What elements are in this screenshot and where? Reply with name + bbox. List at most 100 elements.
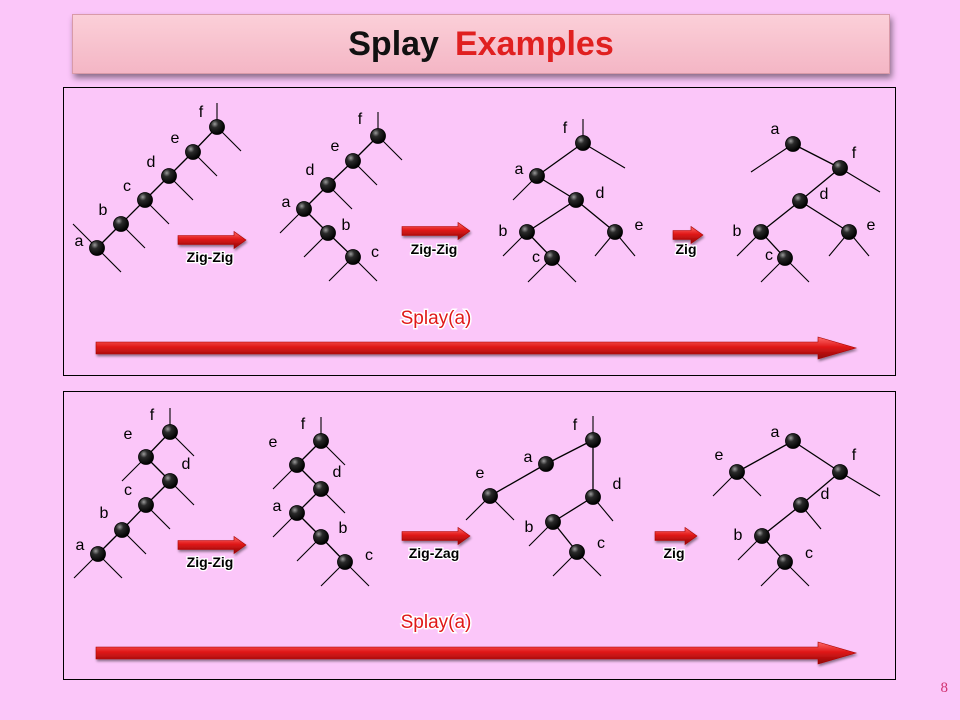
tree-node bbox=[585, 489, 601, 505]
tree-node-label: f bbox=[563, 120, 568, 137]
step-label: Zig-Zig bbox=[187, 554, 234, 570]
tree-edge bbox=[800, 471, 841, 506]
tree-node-label: f bbox=[852, 447, 857, 464]
tree-node bbox=[569, 544, 585, 560]
tree-node bbox=[519, 224, 535, 240]
step-label: Zig-Zag bbox=[409, 545, 460, 561]
step-label: Zig bbox=[676, 241, 697, 257]
tree-node-label: a bbox=[515, 161, 524, 178]
tree-node bbox=[161, 168, 177, 184]
tree-node bbox=[785, 433, 801, 449]
tree-node-label: a bbox=[524, 449, 533, 466]
tree-node-label: d bbox=[613, 476, 622, 493]
step-arrow bbox=[401, 526, 471, 546]
tree-node bbox=[289, 457, 305, 473]
tree-node-label: b bbox=[99, 202, 108, 219]
title-word-examples: Examples bbox=[454, 24, 614, 63]
tree-edge bbox=[760, 200, 801, 233]
tree-node-label: f bbox=[358, 111, 363, 128]
tree-node-label: c bbox=[371, 244, 379, 261]
tree-node-label: b bbox=[339, 520, 348, 537]
tree-node bbox=[729, 464, 745, 480]
tree-node bbox=[137, 192, 153, 208]
tree-node-label: e bbox=[269, 434, 278, 451]
tree-node-label: e bbox=[867, 217, 876, 234]
splay-arrow bbox=[95, 336, 858, 360]
example-panel-2 bbox=[63, 391, 896, 680]
tree-node-label: b bbox=[734, 527, 743, 544]
tree-node bbox=[785, 136, 801, 152]
tree-node-label: c bbox=[597, 535, 605, 552]
tree-node bbox=[209, 119, 225, 135]
tree-node-label: d bbox=[306, 162, 315, 179]
tree-node bbox=[538, 456, 554, 472]
step-arrow bbox=[672, 225, 704, 245]
tree-edge bbox=[736, 440, 794, 473]
tree-node-label: d bbox=[147, 154, 156, 171]
tree-node-label: f bbox=[150, 407, 155, 424]
tree-edge bbox=[792, 440, 841, 473]
tree-node-label: c bbox=[124, 482, 132, 499]
tree-node bbox=[777, 554, 793, 570]
splay-label: Splay(a) bbox=[401, 612, 472, 633]
tree-node-label: a bbox=[273, 498, 282, 515]
tree-node bbox=[482, 488, 498, 504]
tree-node bbox=[568, 192, 584, 208]
tree-node-label: e bbox=[124, 426, 133, 443]
step-arrow bbox=[177, 535, 247, 555]
tree-edge bbox=[761, 504, 802, 537]
tree-node bbox=[777, 250, 793, 266]
tree-node bbox=[162, 424, 178, 440]
title-word-splay: Splay bbox=[348, 24, 439, 63]
tree-node-label: f bbox=[852, 145, 857, 162]
tree-node-label: c bbox=[765, 247, 773, 264]
tree-node bbox=[114, 522, 130, 538]
tree-node-label: c bbox=[805, 545, 813, 562]
tree-node bbox=[337, 554, 353, 570]
tree-edge bbox=[792, 143, 841, 169]
tree-edge bbox=[799, 167, 841, 202]
tree-node-label: d bbox=[596, 185, 605, 202]
tree-stub-edge bbox=[750, 143, 794, 173]
tree-node bbox=[320, 177, 336, 193]
tree-node bbox=[138, 497, 154, 513]
tree-edge bbox=[536, 142, 584, 177]
tree-node bbox=[792, 193, 808, 209]
tree-node bbox=[345, 153, 361, 169]
tree-edge bbox=[489, 463, 547, 497]
tree-node bbox=[575, 135, 591, 151]
tree-node-label: d bbox=[333, 464, 342, 481]
tree-node-label: f bbox=[199, 104, 204, 121]
tree-edge bbox=[799, 200, 850, 233]
tree-node bbox=[585, 432, 601, 448]
step-arrow bbox=[177, 230, 247, 250]
example-panel-1 bbox=[63, 87, 896, 376]
tree-node bbox=[313, 529, 329, 545]
tree-node bbox=[113, 216, 129, 232]
tree-node-label: e bbox=[476, 465, 485, 482]
tree-node bbox=[754, 528, 770, 544]
tree-node bbox=[832, 464, 848, 480]
tree-node bbox=[185, 144, 201, 160]
tree-node-label: c bbox=[532, 249, 540, 266]
tree-node-label: a bbox=[75, 233, 84, 250]
tree-node-label: b bbox=[499, 223, 508, 240]
tree-node-label: c bbox=[123, 178, 131, 195]
tree-node-label: e bbox=[715, 447, 724, 464]
page-number: 8 bbox=[940, 680, 949, 696]
tree-node-label: a bbox=[76, 537, 85, 554]
tree-node-label: b bbox=[525, 519, 534, 536]
tree-node bbox=[793, 497, 809, 513]
tree-node bbox=[607, 224, 623, 240]
tree-node bbox=[529, 168, 545, 184]
tree-node bbox=[296, 201, 312, 217]
tree-node bbox=[545, 514, 561, 530]
tree-node-label: b bbox=[342, 217, 351, 234]
title-bar: Splay Examples bbox=[72, 14, 890, 74]
step-label: Zig-Zig bbox=[411, 241, 458, 257]
